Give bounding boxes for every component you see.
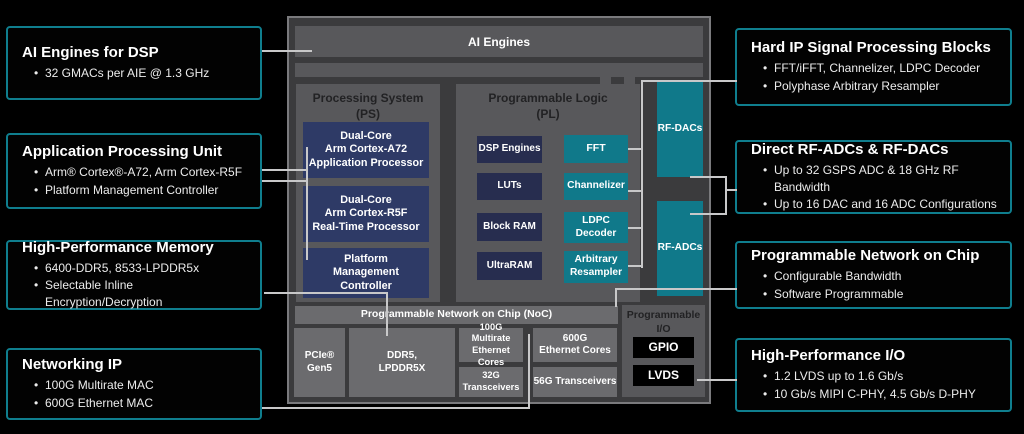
- connector-noc-vertical: [615, 288, 617, 307]
- callout-bullet: Selectable Inline Encryption/Decryption: [34, 277, 252, 311]
- ai-engines-array-strip: [295, 63, 703, 77]
- callout-programmable-noc: Programmable Network on Chip Configurabl…: [735, 241, 1012, 309]
- programmable-logic-title: Programmable Logic (PL): [488, 91, 608, 121]
- block-56g-transceivers: 56G Transceivers: [533, 367, 617, 397]
- block-ddr5-lpddr5x: DDR5, LPDDR5X: [349, 328, 455, 397]
- block-lvds: LVDS: [633, 365, 694, 386]
- callout-bullet: Arm® Cortex®-A72, Arm Cortex-R5F: [34, 164, 252, 181]
- callout-bullet: 6400-DDR5, 8533-LPDDR5x: [34, 260, 252, 277]
- programmable-io-title: Programmable I/O: [626, 309, 701, 335]
- ai-engines-bar: AI Engines: [295, 26, 703, 57]
- block-100g-multirate-ethernet: 100G Multirate Ethernet Cores: [459, 322, 523, 367]
- block-arbitrary-resampler: Arbitrary Resampler: [564, 251, 628, 283]
- block-rf-dacs: RF-DACs: [657, 82, 703, 177]
- callout-bullet: 1.2 LVDS up to 1.6 Gb/s: [763, 368, 1002, 385]
- connector-noc: [615, 288, 737, 290]
- connector-memory: [264, 292, 388, 294]
- callout-bullet: FFT/iFFT, Channelizer, LDPC Decoder: [763, 60, 1002, 77]
- connector-hardip: [641, 80, 737, 82]
- connector-hardip-resampler-stub: [628, 265, 642, 267]
- callout-bullet: 600G Ethernet MAC: [34, 395, 252, 412]
- callout-title: Hard IP Signal Processing Blocks: [751, 39, 991, 57]
- callout-title: Networking IP: [22, 356, 123, 374]
- callout-bullet: Up to 32 GSPS ADC & 18 GHz RF Bandwidth: [763, 162, 1002, 196]
- block-platform-management-controller: Platform Management Controller: [303, 248, 429, 298]
- callout-bullet: Software Programmable: [763, 286, 1002, 303]
- callout-direct-rf-adcs-dacs: Direct RF-ADCs & RF-DACs Up to 32 GSPS A…: [735, 140, 1012, 214]
- block-pcie-gen5: PCIe® Gen5: [294, 328, 345, 397]
- block-cortex-r5f: Dual-Core Arm Cortex-R5F Real-Time Proce…: [303, 186, 429, 242]
- connector-apu-vertical: [306, 147, 308, 260]
- callout-bullet: 100G Multirate MAC: [34, 377, 252, 394]
- callout-bullet: Up to 16 DAC and 16 ADC Configurations: [763, 196, 1002, 213]
- callout-title: Programmable Network on Chip: [751, 247, 980, 265]
- block-dsp-engines: DSP Engines: [477, 136, 542, 163]
- block-600g-ethernet: 600G Ethernet Cores: [533, 328, 617, 362]
- block-32g-transceivers: 32G Transceivers: [459, 367, 523, 397]
- connector-rf-to-box: [725, 189, 737, 191]
- connector-high-perf-io: [697, 379, 737, 381]
- callout-bullet: 10 Gb/s MIPI C-PHY, 4.5 Gb/s D-PHY: [763, 386, 1002, 403]
- strip-tab: [600, 77, 611, 85]
- connector-hardip-fft-stub: [628, 148, 642, 150]
- connector-hardip-vertical: [641, 80, 643, 268]
- connector-networking-vertical: [528, 334, 530, 409]
- processing-system-title: Processing System (PS): [312, 91, 424, 121]
- connector-networking: [262, 407, 530, 409]
- ai-engines-label: AI Engines: [467, 34, 530, 49]
- connector-rf-vertical: [725, 176, 727, 215]
- callout-title: AI Engines for DSP: [22, 43, 159, 61]
- block-channelizer: Channelizer: [564, 173, 628, 200]
- callout-bullet: Platform Management Controller: [34, 182, 252, 199]
- block-ultraram: UltraRAM: [477, 252, 542, 280]
- connector-hardip-ldpc-stub: [628, 227, 642, 229]
- callout-title: Direct RF-ADCs & RF-DACs: [751, 140, 949, 158]
- block-rf-adcs: RF-ADCs: [657, 201, 703, 296]
- callout-high-performance-memory: High-Performance Memory 6400-DDR5, 8533-…: [6, 238, 262, 311]
- connector-hardip-channelizer-stub: [628, 190, 642, 192]
- callout-application-processing-unit: Application Processing Unit Arm® Cortex®…: [6, 133, 262, 209]
- block-ldpc-decoder: LDPC Decoder: [564, 212, 628, 243]
- block-block-ram: Block RAM: [477, 213, 542, 241]
- callout-title: High-Performance I/O: [751, 347, 906, 365]
- strip-tab: [624, 77, 635, 85]
- callout-ai-engines-for-dsp: AI Engines for DSP 32 GMACs per AIE @ 1.…: [6, 26, 262, 100]
- callout-networking-ip: Networking IP 100G Multirate MAC 600G Et…: [6, 348, 262, 420]
- callout-title: Application Processing Unit: [22, 143, 223, 161]
- callout-title: High-Performance Memory: [22, 238, 214, 256]
- noc-bar: Programmable Network on Chip (NoC): [295, 306, 618, 324]
- block-cortex-a72: Dual-Core Arm Cortex-A72 Application Pro…: [303, 122, 429, 178]
- block-gpio: GPIO: [633, 337, 694, 358]
- callout-bullet: 32 GMACs per AIE @ 1.3 GHz: [34, 65, 252, 82]
- connector-apu-b: [262, 180, 308, 182]
- block-fft: FFT: [564, 135, 628, 163]
- callout-bullet: Polyphase Arbitrary Resampler: [763, 78, 1002, 95]
- callout-high-performance-io: High-Performance I/O 1.2 LVDS up to 1.6 …: [735, 338, 1012, 412]
- callout-hard-ip-signal-processing: Hard IP Signal Processing Blocks FFT/iFF…: [735, 28, 1012, 106]
- connector-ai-engines: [262, 50, 312, 52]
- connector-rf-dac-stub: [690, 176, 727, 178]
- connector-memory-vertical: [386, 292, 388, 336]
- callout-bullet: Configurable Bandwidth: [763, 268, 1002, 285]
- connector-rf-adc-stub: [690, 213, 727, 215]
- connector-apu-a: [262, 169, 308, 171]
- block-luts: LUTs: [477, 173, 542, 200]
